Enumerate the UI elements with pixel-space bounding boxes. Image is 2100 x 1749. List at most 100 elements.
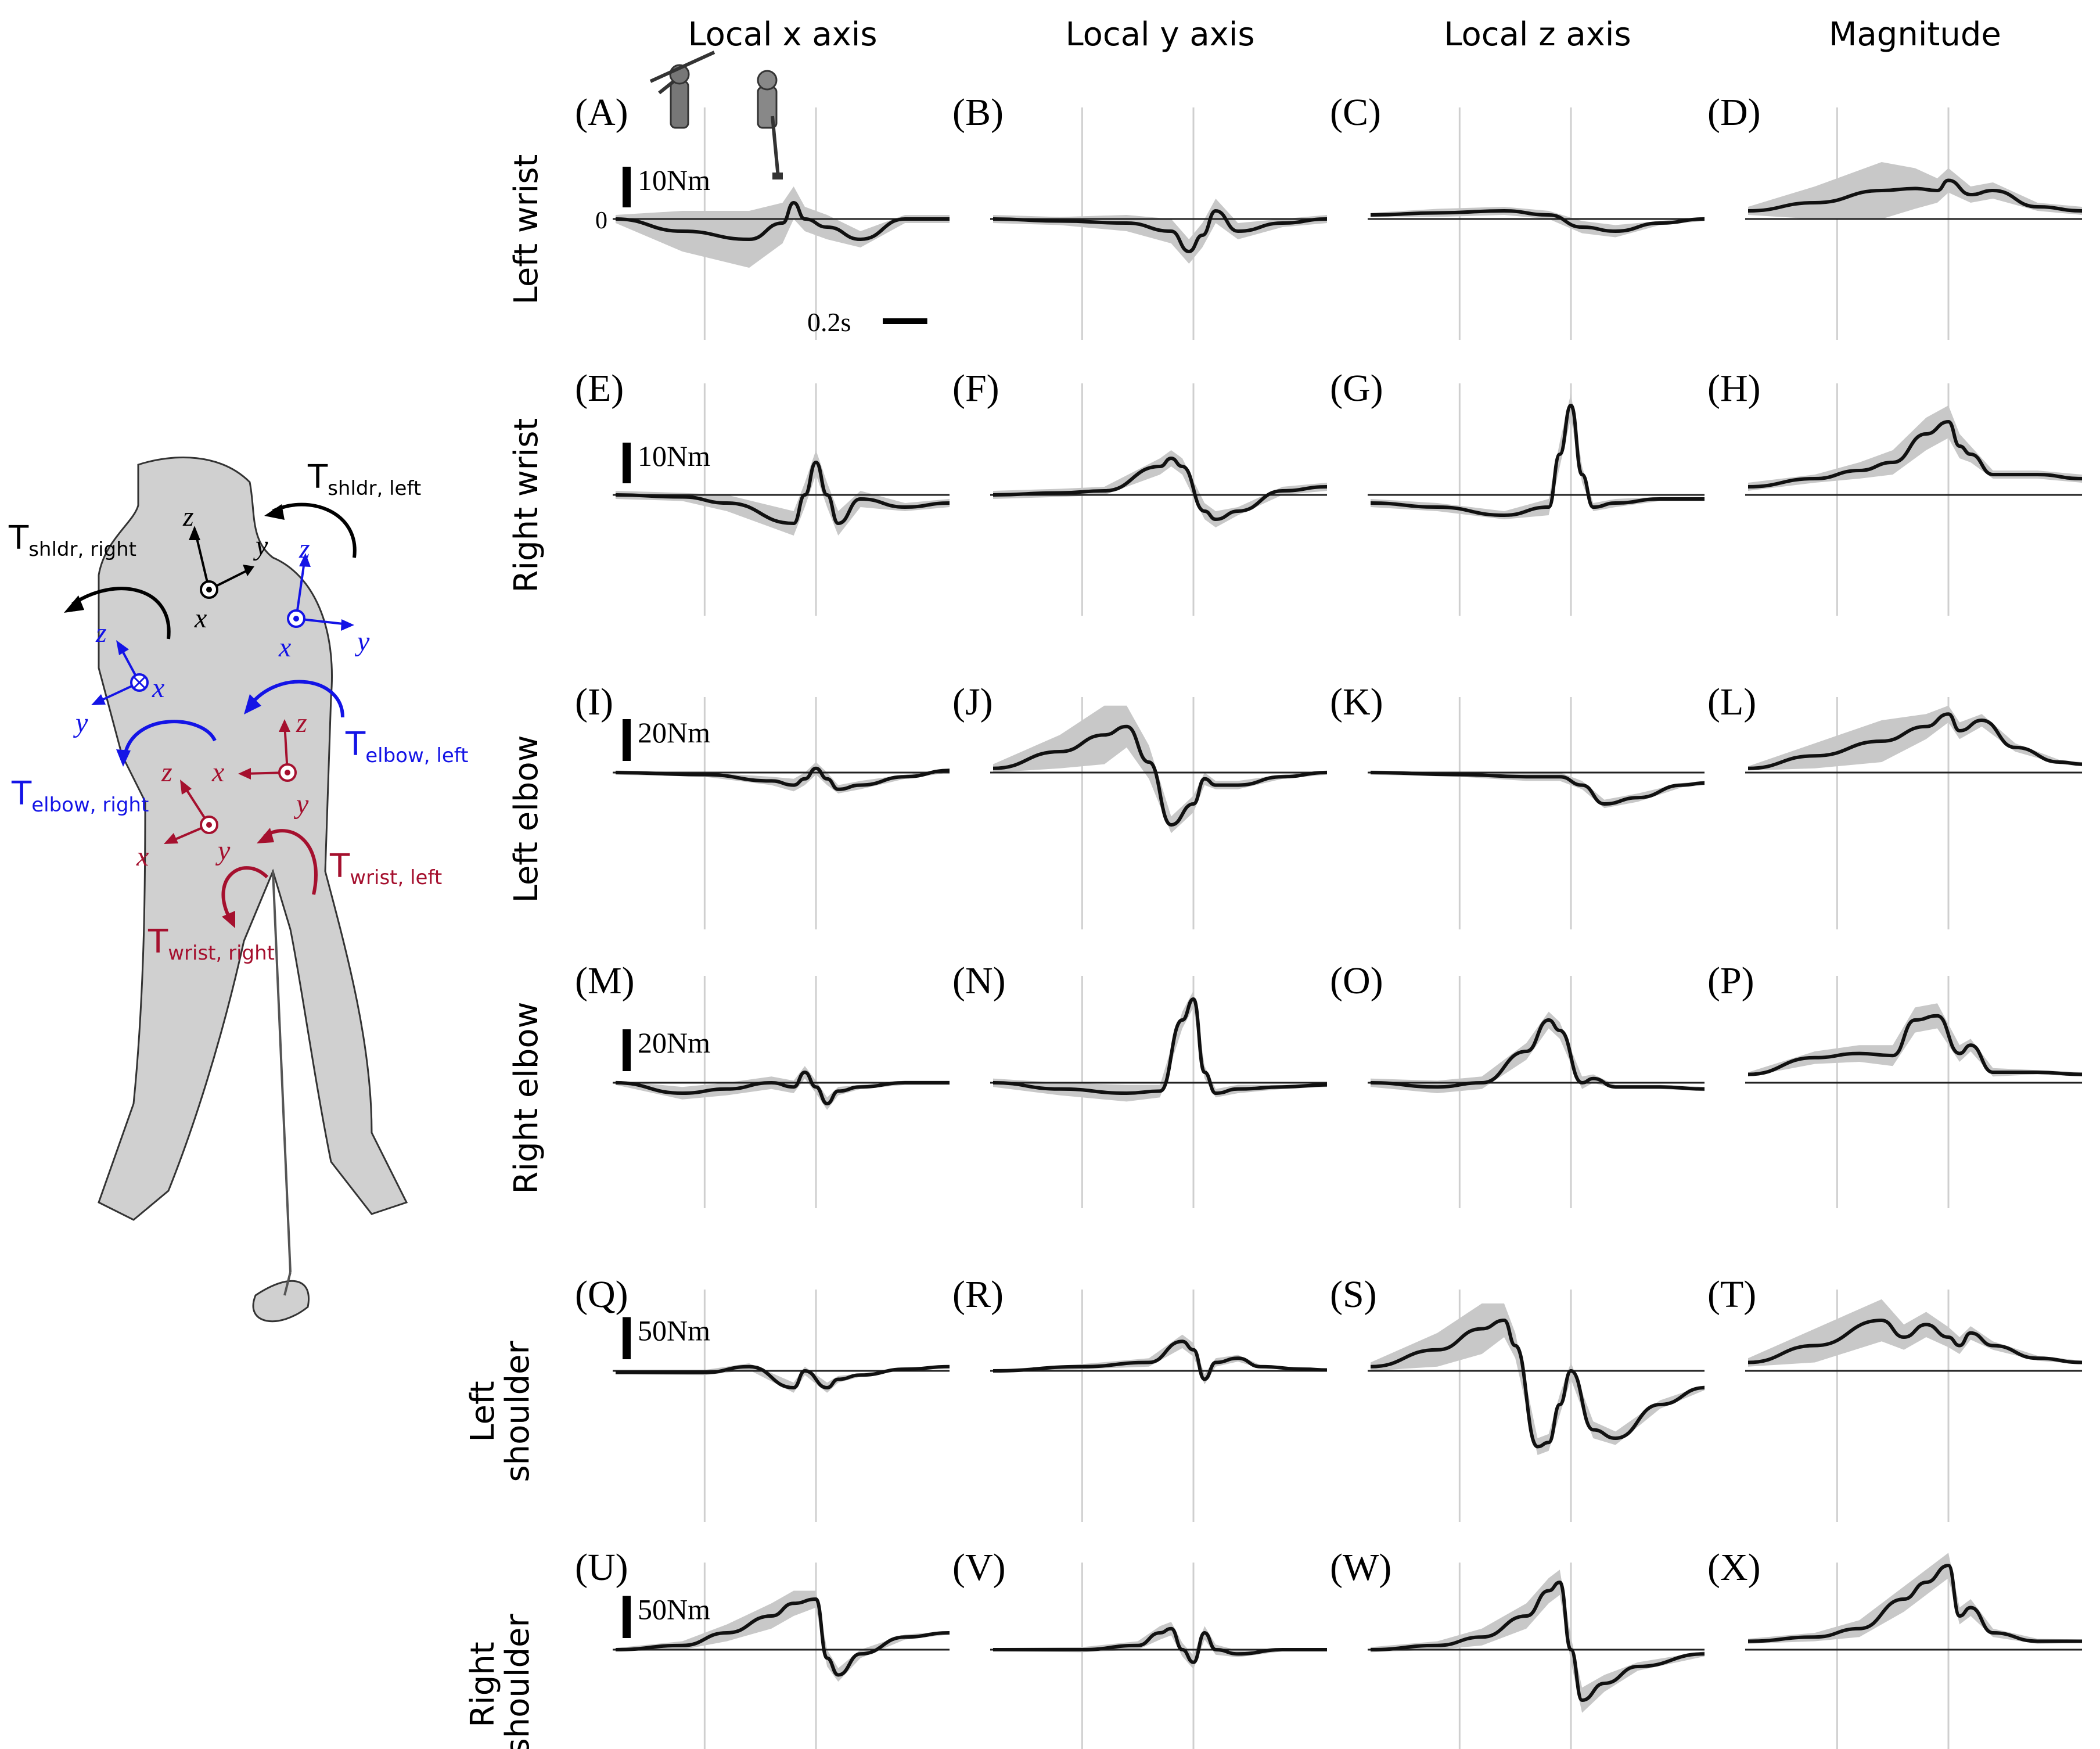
y-scale-label: 50Nm xyxy=(638,1315,710,1347)
torque-label-wrist-left: Twrist, left xyxy=(329,847,442,889)
left-shoulder-y-label: y xyxy=(354,626,370,657)
golf-club-head xyxy=(252,1280,310,1323)
panel: (P) xyxy=(1707,960,2083,1208)
panel: (A)10Nm xyxy=(575,91,950,340)
left-elbow-x-label: x xyxy=(211,757,224,788)
row-label-line: Left elbow xyxy=(508,735,545,903)
right-elbow-y-label: y xyxy=(215,835,231,866)
panel: (W) xyxy=(1330,1546,1705,1749)
mean-curve xyxy=(1747,420,2083,489)
row-label-line: Right xyxy=(464,1642,502,1727)
variability-band xyxy=(616,1066,950,1110)
right-shoulder-frame: z y x xyxy=(73,617,164,738)
panel: (X) xyxy=(1707,1546,2082,1749)
column-header: Local x axis xyxy=(688,16,877,53)
panel: (G) xyxy=(1330,367,1705,616)
panel-label: (N) xyxy=(952,960,1006,1002)
mean-curve xyxy=(993,997,1328,1095)
panel: (T) xyxy=(1707,1273,2083,1522)
row-label-line: shoulder xyxy=(499,1614,537,1749)
panel: (I)20Nm xyxy=(575,681,950,929)
mean-curve xyxy=(1370,1018,1705,1091)
row-label: Right elbow xyxy=(508,1002,545,1194)
torso-z-label: z xyxy=(182,501,194,532)
right-shoulder-x-label: x xyxy=(152,673,164,703)
wrist-left-torque-arrow xyxy=(263,829,318,895)
golfer-diagram: z y x Tshldr, left Tshldr, right z y x xyxy=(8,457,468,1323)
shoulder-right-torque-arrow xyxy=(71,587,171,640)
variability-band xyxy=(1748,705,2082,771)
panel: (R) xyxy=(952,1273,1328,1522)
mean-curve xyxy=(1370,209,1705,233)
mean-curve xyxy=(615,1071,950,1105)
time-scale-line xyxy=(883,318,927,324)
column-header: Local y axis xyxy=(1065,16,1254,53)
y-scale-bar xyxy=(623,443,631,483)
variability-band xyxy=(1748,1003,2082,1077)
left-shoulder-x-label: x xyxy=(278,632,291,663)
torque-label-wrist-right: Twrist, right xyxy=(148,923,275,965)
golfer-silhouette xyxy=(98,457,408,1221)
panel: (N) xyxy=(952,960,1328,1208)
torso-y-label: y xyxy=(253,530,268,561)
right-shoulder-z-label: z xyxy=(95,617,107,648)
row-label-line: Left wrist xyxy=(508,155,545,305)
torque-label-elbow-right: Telbow, right xyxy=(11,775,149,817)
row-label-line: Left xyxy=(464,1381,502,1442)
variability-band xyxy=(1371,1303,1705,1455)
time-scale-bar: 0.2s xyxy=(807,307,927,337)
panel-label: (Q) xyxy=(575,1273,628,1316)
y-scale-bar xyxy=(623,1317,631,1359)
panel-label: (K) xyxy=(1330,681,1383,723)
mean-curve xyxy=(615,1597,950,1677)
variability-band xyxy=(1748,405,2082,491)
elbow-right-torque-arrow xyxy=(123,720,217,756)
panel: (U)50Nm xyxy=(575,1546,950,1749)
panel: (S) xyxy=(1330,1273,1705,1522)
torque-label-elbow-left: Telbow, left xyxy=(345,726,468,767)
backswing-pose-icon xyxy=(649,51,715,129)
column-header: Magnitude xyxy=(1829,16,2001,53)
panel: (K) xyxy=(1330,681,1705,929)
panel: (V) xyxy=(952,1546,1327,1749)
variability-band xyxy=(616,186,950,268)
variability-band xyxy=(1748,1553,2082,1644)
panel-label: (W) xyxy=(1330,1546,1391,1589)
panel: (O) xyxy=(1330,960,1705,1208)
panel-label: (J) xyxy=(952,681,993,723)
column-header: Local z axis xyxy=(1444,16,1631,53)
row-label-line: Right elbow xyxy=(508,1002,545,1194)
panel-label: (P) xyxy=(1707,960,1754,1002)
variability-band xyxy=(993,705,1327,834)
elbow-left-torque-arrow xyxy=(248,680,344,718)
panel: (M)20Nm xyxy=(575,960,950,1208)
variability-band xyxy=(1371,1570,1705,1713)
mean-curve xyxy=(1747,178,2083,213)
left-shoulder-z-label: z xyxy=(299,533,310,564)
variability-band xyxy=(616,450,950,536)
time-scale-label: 0.2s xyxy=(807,307,851,337)
y-scale-bar xyxy=(623,1029,631,1071)
right-elbow-z-label: z xyxy=(161,757,172,788)
mean-curve xyxy=(615,461,950,525)
mean-curve xyxy=(1747,1564,2082,1643)
right-elbow-x-label: x xyxy=(136,841,149,872)
y-scale-label: 10Nm xyxy=(638,440,710,472)
panel-label: (I) xyxy=(575,681,613,723)
variability-band xyxy=(993,990,1327,1102)
y-scale-bar xyxy=(623,719,631,761)
y-scale-bar xyxy=(623,167,631,207)
panel-label: (X) xyxy=(1707,1546,1761,1589)
panel-label: (G) xyxy=(1330,367,1383,410)
mean-curve xyxy=(993,724,1328,827)
zero-label: 0 xyxy=(595,207,607,234)
mean-curve xyxy=(993,1339,1328,1381)
left-elbow-y-label: y xyxy=(293,789,309,820)
mean-curve xyxy=(993,457,1328,521)
mean-curve xyxy=(1370,404,1705,517)
panel-label: (E) xyxy=(575,367,624,410)
right-elbow-frame: z x y xyxy=(136,757,231,872)
mean-curve xyxy=(1370,1581,1705,1702)
panel-label: (A) xyxy=(575,91,628,134)
